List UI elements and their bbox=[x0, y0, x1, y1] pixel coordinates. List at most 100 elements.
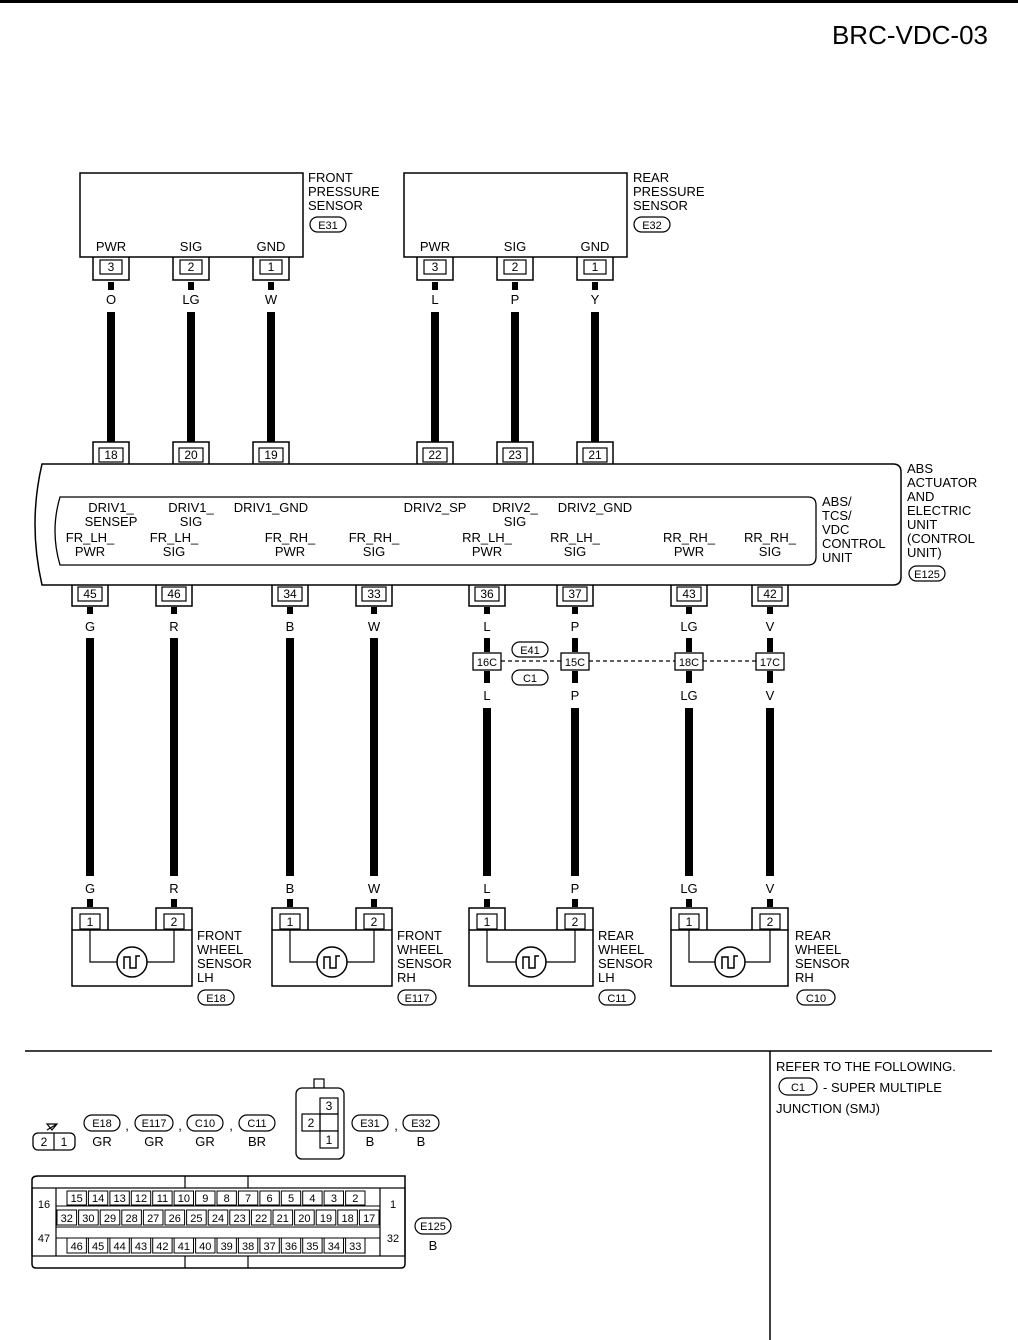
wheel-sensor-connector-id: C10 bbox=[806, 993, 826, 1005]
wire-fr-rh-pwr bbox=[286, 638, 294, 876]
smj-pin: 17C bbox=[760, 657, 780, 669]
rps-terminal-gnd: GND bbox=[581, 239, 610, 254]
legend-pin: 1 bbox=[61, 1135, 68, 1149]
wheel-sensor-symbol-icon bbox=[515, 946, 547, 978]
top-border bbox=[0, 0, 1018, 3]
rear-pressure-sensor-name-3: SENSOR bbox=[633, 198, 688, 213]
wire-color-label: LG bbox=[182, 292, 199, 307]
svg-text:1: 1 bbox=[268, 260, 275, 274]
legend-separator: , bbox=[125, 1118, 129, 1133]
abs-connector-badge bbox=[908, 565, 946, 582]
e125-pin: 7 bbox=[245, 1193, 251, 1205]
e125-pin-cell bbox=[358, 1209, 380, 1226]
wire-stub bbox=[108, 282, 114, 290]
lower-wires bbox=[86, 638, 774, 876]
abs-control-unit-name-2: TCS/ bbox=[822, 508, 852, 523]
wire-color-label: Y bbox=[591, 292, 600, 307]
e125-pin: 5 bbox=[288, 1193, 294, 1205]
fps-terminal-pwr: PWR bbox=[96, 239, 126, 254]
svg-text:3: 3 bbox=[108, 260, 115, 274]
legend-connector-color: B bbox=[366, 1134, 375, 1149]
e125-pin: 9 bbox=[202, 1193, 208, 1205]
wire-color-label: P bbox=[571, 619, 580, 634]
e125-pin: 45 bbox=[92, 1241, 104, 1253]
wire-color-label: R bbox=[169, 881, 178, 896]
e125-pin: 18 bbox=[341, 1213, 353, 1225]
fps-terminal-sig: SIG bbox=[180, 239, 202, 254]
wheel-sensor-pin: 1 bbox=[287, 915, 294, 929]
e125-pin-cell bbox=[272, 1209, 294, 1226]
connector-latch-icon bbox=[313, 1078, 325, 1089]
refer-connector-id: C1 bbox=[791, 1082, 805, 1094]
e125-pin-cell bbox=[207, 1209, 229, 1226]
wheel-sensor-name: LH bbox=[598, 970, 615, 985]
abs-control-unit-name-4: CONTROL bbox=[822, 536, 886, 551]
signal-driv1-sig-2: SIG bbox=[180, 514, 202, 529]
e125-pin: 40 bbox=[199, 1241, 211, 1253]
e125-pin-cell bbox=[87, 1190, 109, 1206]
abs-bottom-pin: 45 bbox=[83, 587, 97, 601]
front-pressure-sensor-name-2: PRESSURE bbox=[308, 184, 380, 199]
e125-pin: 12 bbox=[135, 1193, 147, 1205]
rps-pin-1: 1 bbox=[576, 257, 614, 281]
e125-pin: 19 bbox=[320, 1213, 332, 1225]
signal-driv1-sensep-2: SENSEP bbox=[85, 514, 138, 529]
abs-top-pin: 23 bbox=[508, 448, 522, 462]
e125-pin: 30 bbox=[82, 1213, 94, 1225]
e125-pin: 38 bbox=[242, 1241, 254, 1253]
wheel-sensor-front-rh: B W 1 2 FRONT WHEEL SENSOR RH E117 bbox=[271, 881, 452, 1006]
three-pin-connector-face: 3 2 1 bbox=[295, 1078, 345, 1160]
e125-pin: 2 bbox=[352, 1193, 358, 1205]
legend-connector-color: BR bbox=[248, 1134, 266, 1149]
abs-bottom-pin: 46 bbox=[167, 587, 181, 601]
e125-pin-cell bbox=[216, 1190, 237, 1206]
e125-pin: 46 bbox=[71, 1241, 83, 1253]
abs-bottom-pin: 34 bbox=[283, 587, 297, 601]
e125-pin-cell bbox=[250, 1209, 272, 1226]
signal-driv1-sensep-1: DRIV1_ bbox=[88, 500, 134, 515]
e125-pin: 24 bbox=[212, 1213, 224, 1225]
e125-pin: 3 bbox=[331, 1193, 337, 1205]
wheel-sensor-name: WHEEL bbox=[197, 942, 243, 957]
wire-rr-rh-sig bbox=[766, 708, 774, 876]
legend-connector-id: E125 bbox=[420, 1221, 446, 1233]
e125-pin: 41 bbox=[178, 1241, 190, 1253]
wire-stub bbox=[512, 282, 518, 290]
legend-separator: , bbox=[394, 1118, 398, 1133]
legend-connector-color: GR bbox=[92, 1134, 112, 1149]
legend-pin: 3 bbox=[326, 1099, 333, 1113]
e125-pin: 17 bbox=[363, 1213, 375, 1225]
wire-color-label: R bbox=[169, 619, 178, 634]
signal-rr-rh-pwr-2: PWR bbox=[674, 544, 704, 559]
e125-pin-cell bbox=[294, 1209, 315, 1226]
e125-pin-cell bbox=[229, 1209, 250, 1226]
e125-pin: 32 bbox=[61, 1213, 73, 1225]
e125-pin: 36 bbox=[285, 1241, 297, 1253]
legend-separator: , bbox=[178, 1118, 182, 1133]
front-pressure-sensor-name-1: FRONT bbox=[308, 170, 353, 185]
wheel-sensor-rear-lh: L P 1 2 REAR WHEEL SENSOR LH C11 bbox=[468, 881, 653, 1006]
wire-fr-lh-sig bbox=[170, 638, 178, 876]
rear-pressure-connector-badge bbox=[633, 216, 671, 233]
wire-fps-pwr bbox=[107, 312, 115, 442]
wire-color-label: L bbox=[483, 619, 490, 634]
wire-color-label: V bbox=[766, 688, 775, 703]
signal-driv1-gnd: DRIV1_GND bbox=[234, 500, 308, 515]
signal-rr-lh-sig-2: SIG bbox=[564, 544, 586, 559]
abs-bottom-pin: 43 bbox=[682, 587, 696, 601]
connector-latch-icon bbox=[45, 1123, 59, 1131]
abs-unit-name-3: AND bbox=[907, 489, 934, 504]
wheel-sensor-pin: 2 bbox=[572, 915, 579, 929]
wheel-sensor-pin: 2 bbox=[767, 915, 774, 929]
e125-pin-cell bbox=[130, 1190, 152, 1206]
wheel-sensor-symbol-icon bbox=[116, 946, 148, 978]
e125-pin-cell bbox=[237, 1190, 259, 1206]
e125-pin: 14 bbox=[92, 1193, 104, 1205]
upper-wires: O LG W L P Y bbox=[106, 282, 600, 442]
e125-pin-cell bbox=[280, 1190, 302, 1206]
e125-pin: 13 bbox=[113, 1193, 125, 1205]
signal-fr-lh-sig-2: SIG bbox=[163, 544, 185, 559]
wire-color-label: LG bbox=[680, 619, 697, 634]
signal-rr-rh-sig-1: RR_RH_ bbox=[744, 530, 797, 545]
